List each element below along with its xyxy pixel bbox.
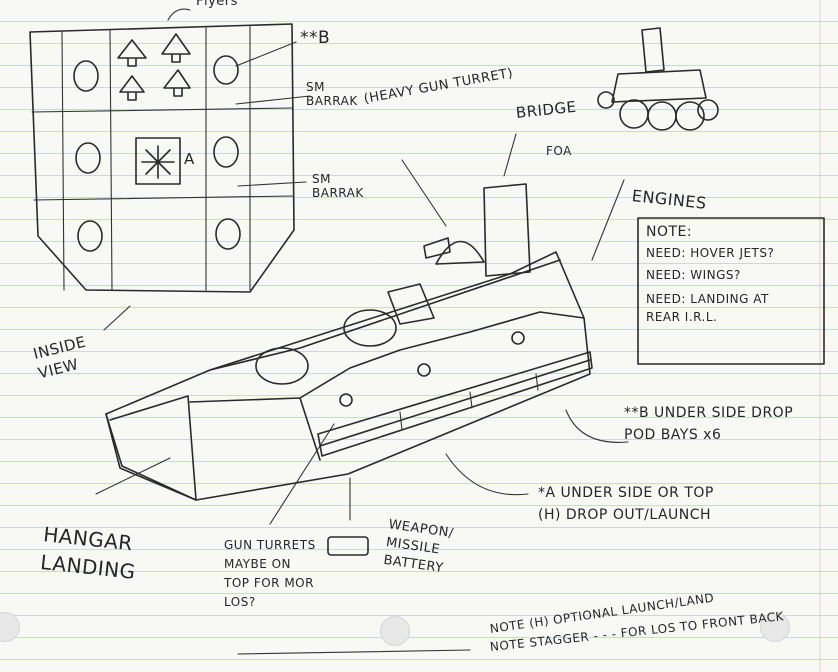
label-sm-barrak-1: SM BARRAK	[306, 80, 358, 108]
main-ship-sketch	[95, 133, 629, 655]
note-box-line-2: NEED: WINGS?	[646, 268, 741, 282]
label-gun-turrets: GUN TURRETS MAYBE ON TOP FOR MOR LOS?	[224, 538, 316, 609]
label-flyers: Flyers	[196, 0, 238, 9]
label-hangar-landing: HANGAR LANDING	[39, 522, 137, 584]
label-b-underside: **B UNDER SIDE DROP POD BAYS x6	[624, 405, 794, 443]
label-star-b: **B	[300, 28, 331, 48]
note-box-line-3: NEED: LANDING AT REAR I.R.L.	[646, 292, 769, 324]
label-foa: FOA	[546, 144, 572, 158]
binder-hole-2	[380, 616, 410, 646]
label-a-underside: *A UNDER SIDE OR TOP (H) DROP OUT/LAUNCH	[538, 485, 714, 523]
note-box-title: NOTE:	[646, 224, 693, 240]
note-box-line-1: NEED: HOVER JETS?	[646, 246, 775, 260]
binder-hole-3	[760, 612, 790, 642]
engines-sketch	[597, 27, 719, 131]
inside-view-diagram	[29, 8, 311, 293]
label-sm-barrak-2: SM BARRAK	[312, 172, 364, 200]
label-weapon-missile: WEAPON/ MISSILE BATTERY	[382, 517, 455, 577]
note-box: NOTE: NEED: HOVER JETS? NEED: WINGS? NEE…	[646, 224, 818, 326]
note-box-border	[637, 217, 825, 365]
label-star-a: A	[184, 150, 195, 168]
